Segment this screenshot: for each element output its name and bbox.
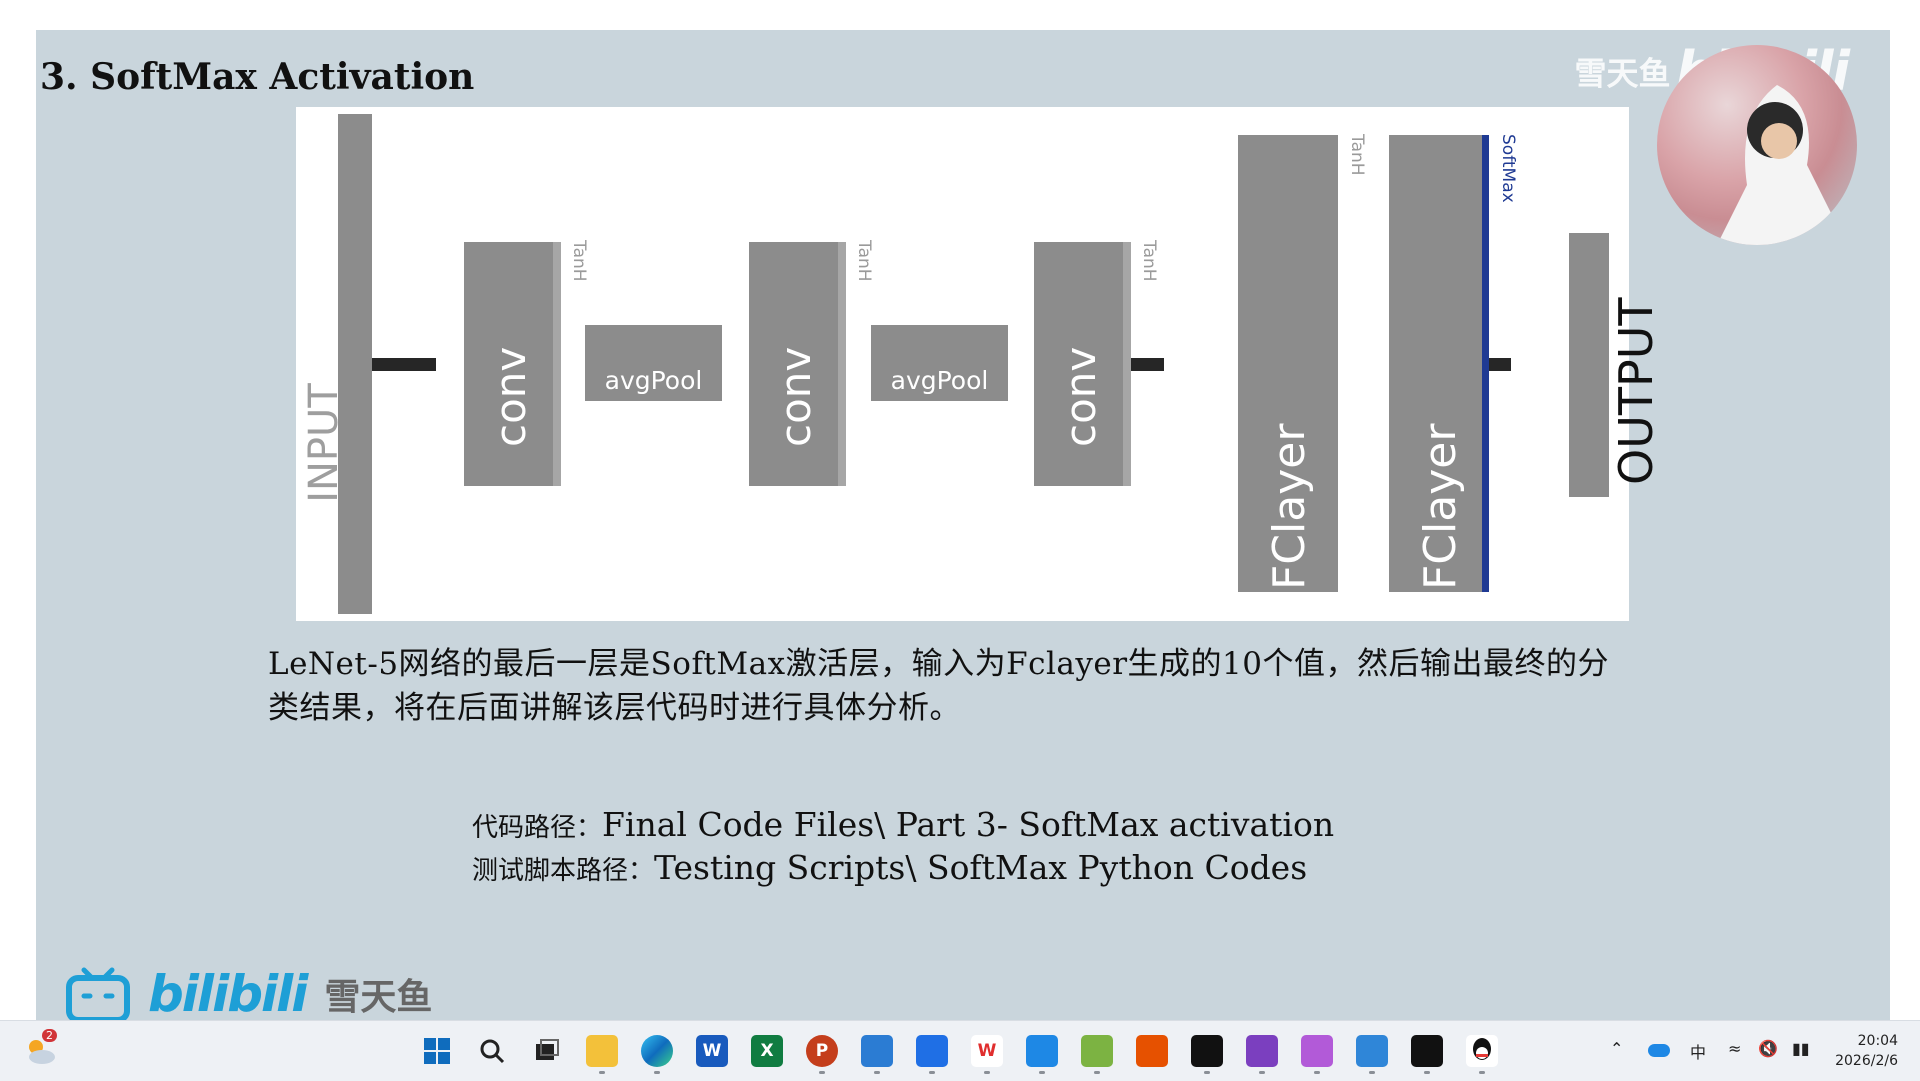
input-language[interactable]: 中	[1690, 1043, 1707, 1062]
conv-label-2: conv	[771, 346, 820, 447]
clock-time: 20:04	[1857, 1033, 1898, 1049]
presenter-avatar	[1657, 45, 1857, 245]
softmax-label: SoftMax	[1498, 134, 1518, 203]
running-indicator	[874, 1071, 880, 1074]
edge-icon[interactable]	[641, 1035, 673, 1067]
start-icon[interactable]	[421, 1035, 453, 1067]
code-path: 代码路径：Final Code Files\ Part 3- SoftMax a…	[472, 805, 1334, 844]
bottom-brand: bilibili	[148, 965, 308, 1023]
conv-label-3: conv	[1056, 346, 1105, 447]
image-editor-icon[interactable]	[1081, 1035, 1113, 1067]
running-indicator	[1314, 1071, 1320, 1074]
avgpool-layer-1: avgPool	[585, 325, 722, 401]
word-icon[interactable]: W	[696, 1035, 728, 1067]
photos-icon[interactable]	[861, 1035, 893, 1067]
capcut-icon-2[interactable]	[1411, 1035, 1443, 1067]
output-label: OUTPUT	[1609, 297, 1663, 485]
bilibili-tv-icon	[66, 967, 130, 1022]
tanh-label-1: TanH	[569, 240, 589, 282]
search-icon[interactable]	[476, 1035, 508, 1067]
input-label: INPUT	[301, 383, 347, 503]
watermark-channel-name: 雪天鱼	[1574, 54, 1671, 93]
file-explorer-icon[interactable]	[586, 1035, 618, 1067]
volume-muted-icon[interactable]: 🔇	[1758, 1039, 1778, 1058]
app-triangle-icon[interactable]	[1301, 1035, 1333, 1067]
connector-line	[351, 358, 436, 371]
description-text: LeNet-5网络的最后一层是SoftMax激活层，输入为Fclayer生成的1…	[268, 642, 1728, 730]
wps-icon[interactable]: W	[971, 1035, 1003, 1067]
avgpool-layer-2: avgPool	[871, 325, 1008, 401]
output-layer	[1569, 233, 1609, 497]
input-layer	[338, 114, 372, 614]
conv-layer-3	[1034, 242, 1131, 486]
feishu-icon[interactable]	[916, 1035, 948, 1067]
matlab-icon[interactable]	[1136, 1035, 1168, 1067]
code-path-value: Final Code Files\ Part 3- SoftMax activa…	[602, 805, 1335, 844]
running-indicator	[654, 1071, 660, 1074]
softmax-bar	[1482, 135, 1489, 592]
fc-layer-1	[1238, 135, 1338, 592]
fc-label-2: FClayer	[1415, 423, 1466, 590]
running-indicator	[1259, 1071, 1265, 1074]
running-indicator	[1369, 1071, 1375, 1074]
battery-icon[interactable]: ▮▮	[1792, 1039, 1810, 1058]
code-path-label: 代码路径：	[472, 813, 603, 843]
test-path-label: 测试脚本路径：	[472, 856, 655, 886]
description-line-1: LeNet-5网络的最后一层是SoftMax激活层，输入为Fclayer生成的1…	[268, 646, 1609, 682]
fc-label-1: FClayer	[1264, 423, 1315, 590]
tanh-bar	[1123, 242, 1131, 486]
description-line-2: 类结果，将在后面讲解该层代码时进行具体分析。	[268, 690, 961, 726]
visual-studio-icon[interactable]	[1246, 1035, 1278, 1067]
excel-icon[interactable]: X	[751, 1035, 783, 1067]
running-indicator	[1479, 1071, 1485, 1074]
conv-label-1: conv	[486, 346, 535, 447]
test-path: 测试脚本路径：Testing Scripts\ SoftMax Python C…	[472, 848, 1307, 887]
running-indicator	[984, 1071, 990, 1074]
clock-date: 2026/2/6	[1835, 1053, 1898, 1069]
tanh-bar	[553, 242, 561, 486]
notepad-icon[interactable]	[1356, 1035, 1388, 1067]
conv-layer-1	[464, 242, 561, 486]
tanh-label-3: TanH	[1139, 240, 1159, 282]
task-view-icon[interactable]	[531, 1035, 563, 1067]
taskbar: 2 W X P W ⌃ 中 ≈ 🔇 ▮▮ 20:04 2026/2/6	[0, 1020, 1920, 1081]
lenet-diagram: INPUT conv TanH avgPool conv TanH avgPoo…	[296, 107, 1663, 621]
tanh-bar	[838, 242, 846, 486]
running-indicator	[929, 1071, 935, 1074]
conv-layer-2	[749, 242, 846, 486]
avgpool-label-1: avgPool	[604, 366, 703, 395]
wifi-icon[interactable]: ≈	[1728, 1039, 1742, 1058]
system-clock[interactable]: 20:04 2026/2/6	[1835, 1031, 1898, 1071]
weather-widget[interactable]: 2	[22, 1029, 58, 1069]
tanh-label-2: TanH	[854, 240, 874, 282]
test-path-value: Testing Scripts\ SoftMax Python Codes	[654, 848, 1308, 887]
bottom-channel-name: 雪天鱼	[324, 977, 433, 1018]
capcut-icon[interactable]	[1191, 1035, 1223, 1067]
watermark-bottom: bilibili 雪天鱼	[66, 965, 432, 1023]
running-indicator	[819, 1071, 825, 1074]
weather-icon	[29, 1040, 55, 1064]
running-indicator	[1204, 1071, 1210, 1074]
app-blue-icon[interactable]	[1026, 1035, 1058, 1067]
avgpool-label-2: avgPool	[890, 366, 989, 395]
running-indicator	[1424, 1071, 1430, 1074]
qq-icon[interactable]	[1466, 1035, 1498, 1067]
running-indicator	[1094, 1071, 1100, 1074]
running-indicator	[1039, 1071, 1045, 1074]
fc-layer-2	[1389, 135, 1489, 592]
onedrive-icon[interactable]	[1648, 1044, 1670, 1057]
weather-badge: 2	[42, 1029, 57, 1042]
powerpoint-icon[interactable]: P	[806, 1035, 838, 1067]
tanh-label-4: TanH	[1347, 134, 1367, 176]
running-indicator	[599, 1071, 605, 1074]
show-hidden-icons[interactable]: ⌃	[1610, 1039, 1624, 1058]
slide: 3. SoftMax Activation 雪天鱼 bilibili INPUT…	[36, 30, 1890, 1023]
slide-title: 3. SoftMax Activation	[40, 56, 475, 98]
